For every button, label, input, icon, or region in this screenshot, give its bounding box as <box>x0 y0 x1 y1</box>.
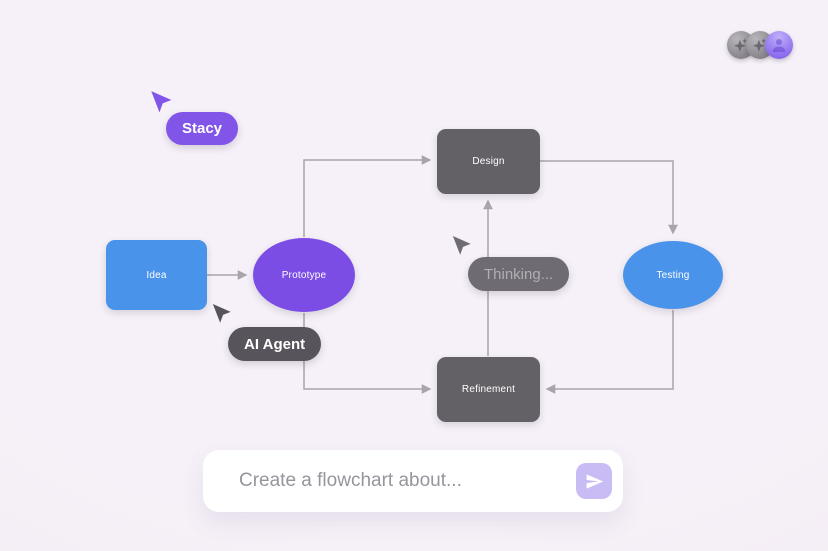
stacy-pointer-icon <box>151 91 172 113</box>
user-avatar[interactable] <box>765 31 793 59</box>
node-testing[interactable]: Testing <box>623 241 723 309</box>
person-icon <box>772 39 786 53</box>
ai-agent-name-badge: AI Agent <box>228 327 322 361</box>
send-icon <box>586 473 603 489</box>
sparkle-icon <box>733 38 748 52</box>
edge-prototype-design <box>303 155 432 237</box>
edge-design-testing <box>540 160 678 235</box>
prompt-composer <box>203 450 623 512</box>
node-prototype-label: Prototype <box>281 269 327 281</box>
node-design[interactable]: Design <box>437 129 540 194</box>
prompt-input[interactable] <box>203 450 623 512</box>
sparkle-icon <box>752 38 767 52</box>
node-testing-label: Testing <box>656 269 690 281</box>
node-idea-label: Idea <box>146 269 167 281</box>
stacy-name-badge: Stacy <box>166 112 239 145</box>
edge-prototype-refinement <box>303 313 432 394</box>
node-idea[interactable]: Idea <box>106 240 207 310</box>
edge-testing-refinement <box>545 310 674 394</box>
presence-avatar-stack <box>727 31 793 59</box>
node-refinement-label: Refinement <box>461 384 516 395</box>
send-button[interactable] <box>576 463 612 499</box>
thinking-pointer-icon <box>452 235 471 255</box>
thinking-status-badge: Thinking... <box>468 257 570 291</box>
ai-agent-pointer-icon <box>212 303 231 323</box>
node-design-label: Design <box>472 156 505 167</box>
node-refinement[interactable]: Refinement <box>437 357 540 422</box>
node-prototype[interactable]: Prototype <box>253 238 355 312</box>
